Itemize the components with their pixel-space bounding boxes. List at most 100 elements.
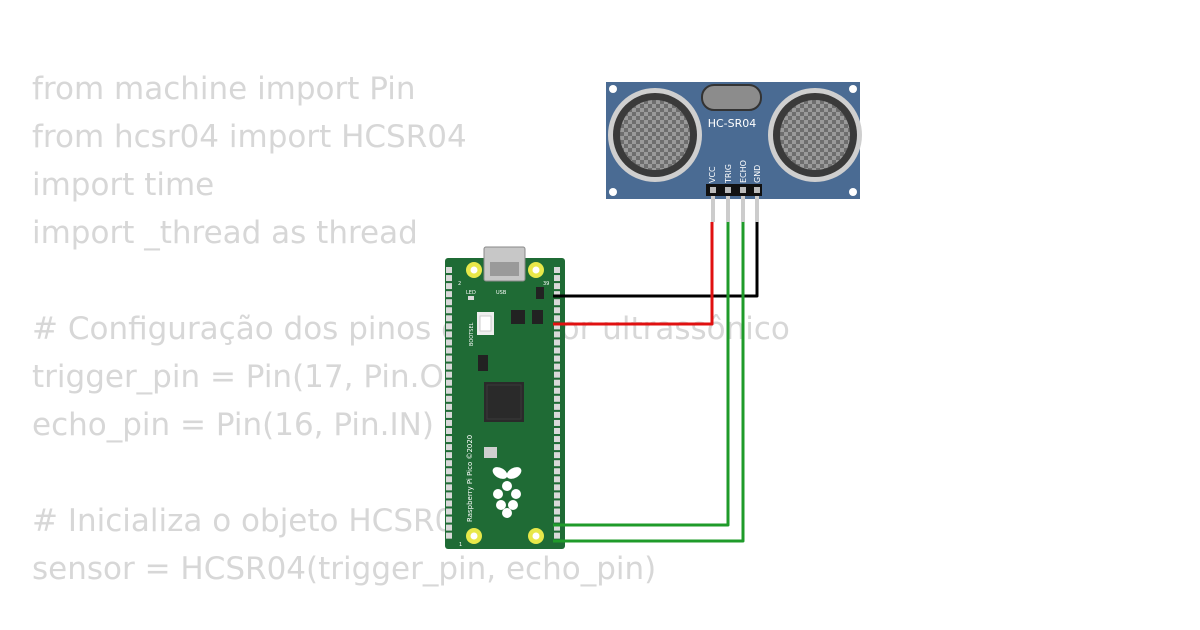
pico-pin-left[interactable]	[446, 395, 452, 402]
hc-sr04-sensor[interactable]: HC-SR04 VCC TRIG ECHO GND	[606, 82, 862, 222]
pico-pin-left[interactable]	[446, 436, 452, 443]
pico-pin-right[interactable]	[554, 484, 560, 491]
pico-pin-left[interactable]	[446, 444, 452, 451]
pico-pin-right[interactable]	[554, 347, 560, 354]
pico-pin-right[interactable]	[554, 468, 560, 475]
pico-pin-left[interactable]	[446, 315, 452, 322]
pico-pin-right[interactable]	[554, 379, 560, 386]
transducer-right	[768, 88, 862, 182]
raspberry-logo-icon	[492, 467, 522, 518]
pico-pin-right[interactable]	[554, 307, 560, 314]
pin-number-1: 1	[459, 542, 462, 548]
sensor-pin-vcc[interactable]	[710, 187, 716, 193]
chip-component	[536, 287, 544, 299]
pico-pin-left[interactable]	[446, 460, 452, 467]
pico-pin-right[interactable]	[554, 283, 560, 290]
pico-pin-left[interactable]	[446, 267, 452, 273]
pico-pin-right[interactable]	[554, 395, 560, 402]
pico-pin-left[interactable]	[446, 452, 452, 459]
pico-pin-right[interactable]	[554, 299, 560, 306]
pico-pin-right[interactable]	[554, 363, 560, 370]
pico-pin-right[interactable]	[554, 387, 560, 394]
chip-component	[532, 310, 543, 324]
pico-pin-right[interactable]	[554, 355, 560, 362]
pico-pin-left[interactable]	[446, 347, 452, 354]
pico-pin-left[interactable]	[446, 403, 452, 410]
pico-pin-left[interactable]	[446, 331, 452, 338]
transducer-left	[608, 88, 702, 182]
pico-pin-left[interactable]	[446, 411, 452, 418]
code-line: sensor = HCSR04(trigger_pin, echo_pin)	[32, 551, 657, 587]
pico-pin-right[interactable]	[554, 436, 560, 443]
wire-echo[interactable]	[553, 222, 745, 543]
pico-pin-left[interactable]	[446, 428, 452, 434]
pico-pin-right[interactable]	[554, 323, 560, 330]
usb-port	[490, 262, 519, 276]
wire-trig[interactable]	[553, 222, 730, 527]
pico-pin-left[interactable]	[446, 419, 452, 426]
pico-pin-left[interactable]	[446, 379, 452, 386]
pico-pin-right[interactable]	[554, 291, 560, 298]
pico-pin-left[interactable]	[446, 355, 452, 362]
pico-pin-left[interactable]	[446, 283, 452, 290]
chip-component	[511, 310, 525, 324]
pico-pin-right[interactable]	[554, 460, 560, 467]
pico-pin-left[interactable]	[446, 516, 452, 523]
pico-pin-left[interactable]	[446, 524, 452, 531]
pico-pin-left[interactable]	[446, 291, 452, 298]
led	[468, 296, 474, 300]
pico-pin-left[interactable]	[446, 468, 452, 475]
pico-pin-left[interactable]	[446, 299, 452, 306]
pico-pin-left[interactable]	[446, 492, 452, 499]
pico-pin-left[interactable]	[446, 307, 452, 314]
rp2040-chip	[484, 382, 524, 422]
pico-pin-right[interactable]	[554, 419, 560, 426]
pico-pin-right[interactable]	[554, 331, 560, 338]
code-line: import time	[32, 167, 215, 203]
raspberry-pi-pico[interactable]: USB LED 2 39 1 BOOTSEL Raspberry Pi Pico…	[445, 246, 565, 549]
pico-pin-right[interactable]	[554, 428, 560, 434]
pico-pin-left[interactable]	[446, 371, 452, 378]
pin-number-2: 2	[458, 281, 461, 287]
pico-pin-right[interactable]	[554, 452, 560, 459]
pico-pin-right[interactable]	[554, 444, 560, 451]
pico-pin-right[interactable]	[554, 339, 560, 346]
pin-header	[706, 184, 762, 196]
wire-gnd[interactable]	[553, 222, 759, 298]
pico-pin-right[interactable]	[554, 492, 560, 499]
pico-pin-right[interactable]	[554, 411, 560, 418]
pico-pin-right[interactable]	[554, 371, 560, 378]
pico-pin-left[interactable]	[446, 387, 452, 394]
sensor-pin-label-echo: ECHO	[739, 160, 748, 183]
sensor-pin-echo[interactable]	[740, 187, 746, 193]
pico-pin-right[interactable]	[554, 516, 560, 523]
pico-pin-left[interactable]	[446, 476, 452, 483]
code-line: echo_pin = Pin(16, Pin.IN)	[32, 407, 434, 443]
pico-pin-left[interactable]	[446, 339, 452, 346]
pico-pin-right[interactable]	[554, 403, 560, 410]
pico-pin-right[interactable]	[554, 508, 560, 515]
pico-pin-right[interactable]	[554, 532, 560, 539]
pico-pin-left[interactable]	[446, 363, 452, 370]
pico-pin-left[interactable]	[446, 484, 452, 491]
pico-pin-right[interactable]	[554, 476, 560, 483]
code-line: from hcsr04 import HCSR04	[32, 119, 467, 155]
mount-hole	[609, 85, 617, 93]
pico-pin-right[interactable]	[554, 500, 560, 507]
sensor-pin-trig[interactable]	[725, 187, 731, 193]
pico-pin-right[interactable]	[554, 275, 560, 282]
pico-pin-left[interactable]	[446, 508, 452, 515]
sensor-pin-gnd[interactable]	[754, 187, 760, 193]
pico-pin-left[interactable]	[446, 323, 452, 330]
pico-pin-right[interactable]	[554, 315, 560, 322]
pico-pin-right[interactable]	[554, 267, 560, 273]
pico-pin-left[interactable]	[446, 275, 452, 282]
pico-pin-right[interactable]	[554, 524, 560, 531]
pico-pin-left[interactable]	[446, 532, 452, 539]
code-line: # Configuração dos pinos do sensor ultra…	[32, 311, 790, 347]
board-label: Raspberry Pi Pico ©2020	[466, 435, 474, 522]
mount-hole	[849, 188, 857, 196]
wire-vcc[interactable]	[553, 222, 714, 326]
pico-pin-left[interactable]	[446, 500, 452, 507]
pin-rows	[446, 267, 560, 539]
